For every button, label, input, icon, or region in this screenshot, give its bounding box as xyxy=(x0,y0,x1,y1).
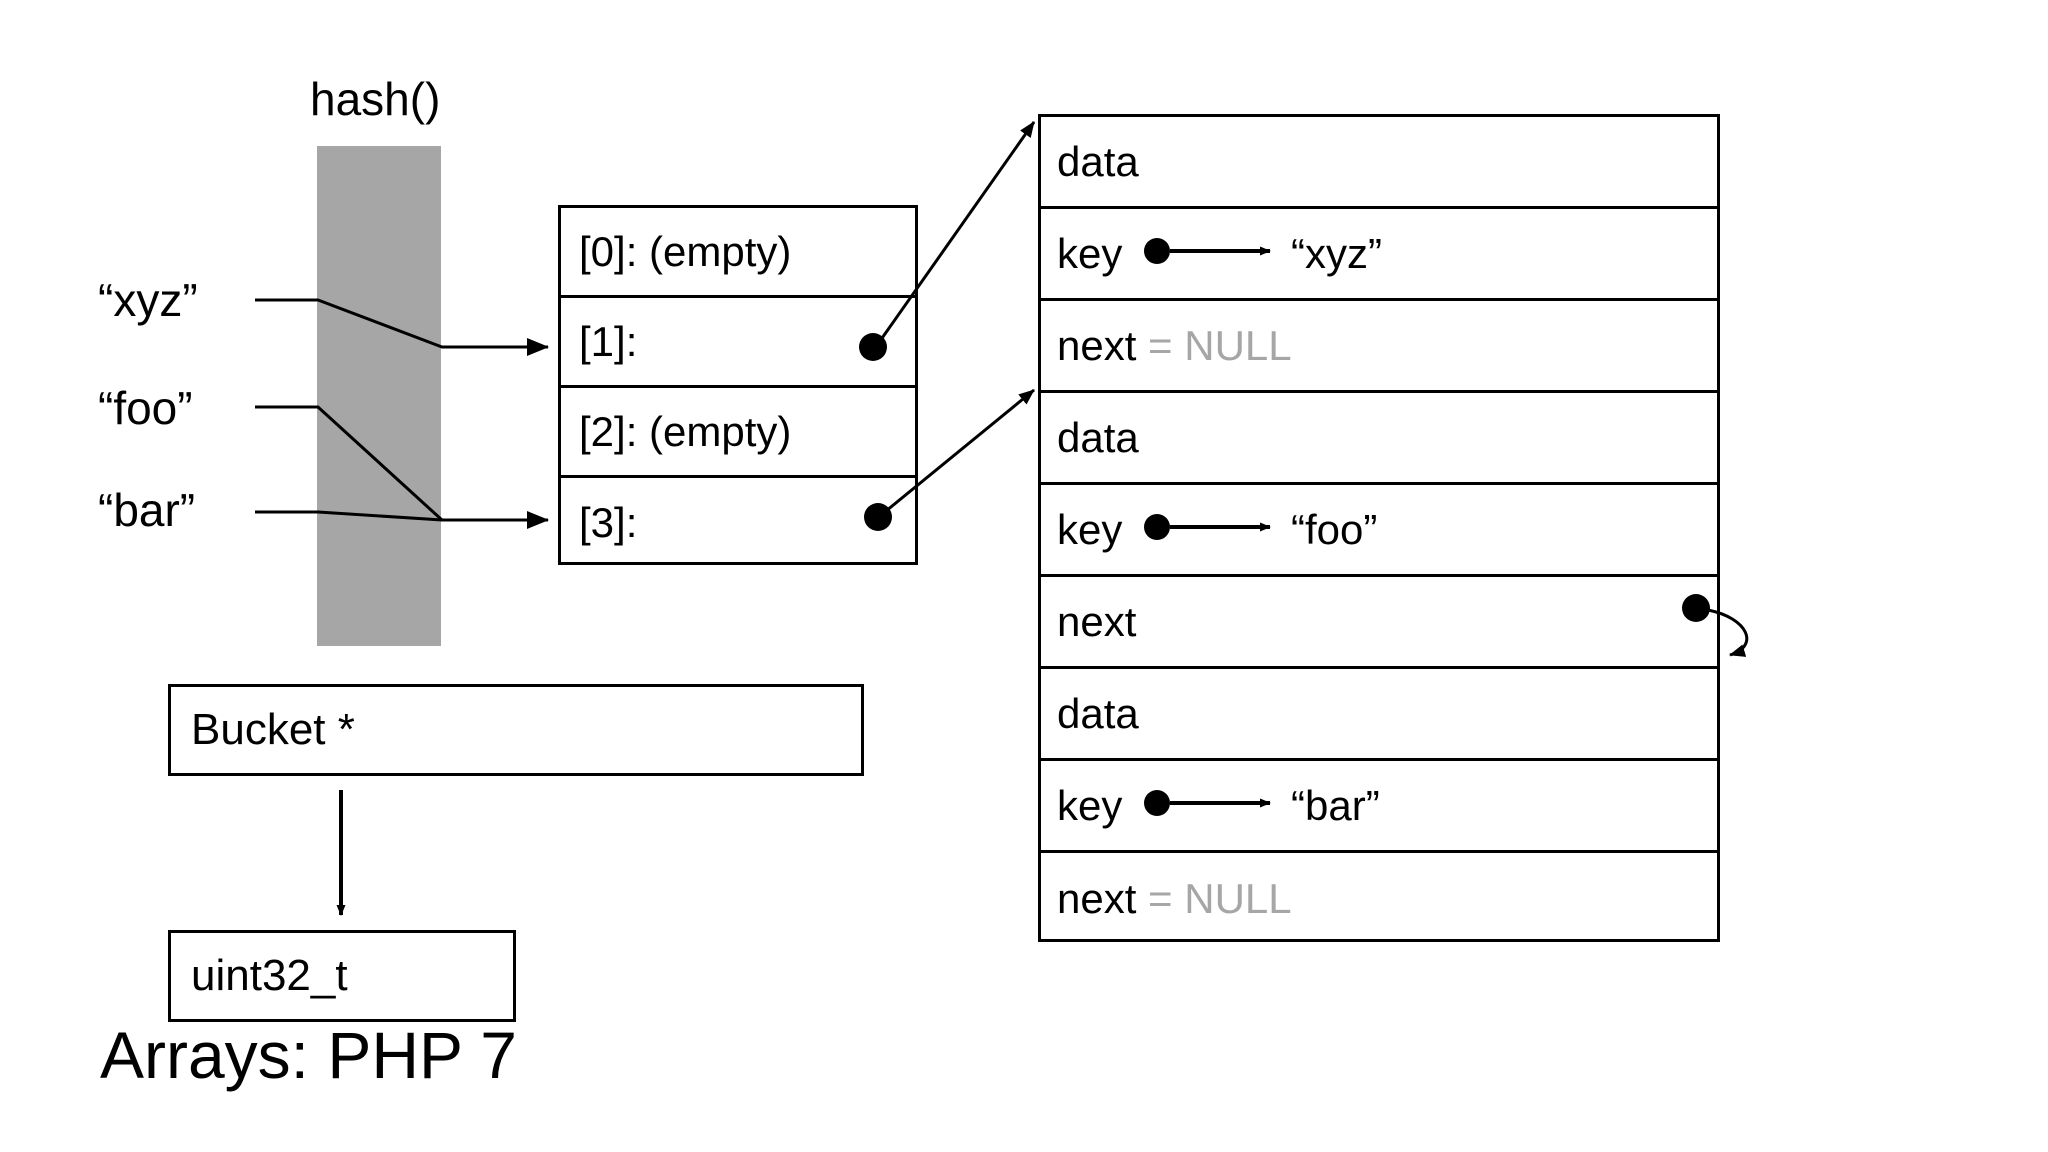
input-key-bar: “bar” xyxy=(98,484,196,536)
type-box-uint32: uint32_t xyxy=(168,930,516,1022)
struct-field-key-2: key xyxy=(1057,505,1123,553)
struct-field-data-3: data xyxy=(1057,689,1139,737)
bucket-slot-1: [1]: xyxy=(561,298,915,388)
struct-row-data-3: data xyxy=(1041,669,1717,761)
slide-title: Arrays: PHP 7 xyxy=(100,1018,517,1092)
struct-field-data-2: data xyxy=(1057,413,1139,461)
bucket-slot-3: [3]: xyxy=(561,478,915,568)
bucket-slot-2: [2]: (empty) xyxy=(561,388,915,478)
struct-row-data-2: data xyxy=(1041,393,1717,485)
struct-row-key-bar: key “bar” xyxy=(1041,761,1717,853)
bucket-slot-3-label: [3]: xyxy=(579,499,638,546)
struct-row-next-3: next = NULL xyxy=(1041,853,1717,945)
struct-key-value-xyz: “xyz” xyxy=(1291,229,1382,277)
type-box-bucket-pointer: Bucket * xyxy=(168,684,864,776)
bucket-slot-0: [0]: (empty) xyxy=(561,208,915,298)
bucket-slot-0-label: [0]: (empty) xyxy=(579,227,792,275)
struct-field-key-1: key xyxy=(1057,229,1123,277)
struct-row-key-foo: key “foo” xyxy=(1041,485,1717,577)
hash-function-label: hash() xyxy=(310,73,441,125)
bucket-struct-table: data key “xyz” next = NULL data key “foo… xyxy=(1038,114,1720,942)
hash-function-bar xyxy=(317,146,441,646)
struct-row-next-1: next = NULL xyxy=(1041,301,1717,393)
struct-field-next-2: next xyxy=(1057,597,1137,645)
struct-key-value-bar: “bar” xyxy=(1291,781,1380,829)
struct-row-next-2: next xyxy=(1041,577,1717,669)
hash-bucket-array: [0]: (empty) [1]: [2]: (empty) [3]: xyxy=(558,205,918,565)
type-box-bucket-pointer-label: Bucket * xyxy=(191,705,355,754)
bucket-slot-2-label: [2]: (empty) xyxy=(579,407,792,455)
struct-field-next-1: next = NULL xyxy=(1057,321,1292,369)
struct-key-value-foo: “foo” xyxy=(1291,505,1378,553)
null-value-3: = NULL xyxy=(1136,875,1292,922)
input-key-foo: “foo” xyxy=(98,382,193,434)
struct-field-key-3: key xyxy=(1057,781,1123,829)
null-value-1: = NULL xyxy=(1136,321,1292,369)
struct-row-data-1: data xyxy=(1041,117,1717,209)
input-key-xyz: “xyz” xyxy=(98,274,198,326)
struct-row-key-xyz: key “xyz” xyxy=(1041,209,1717,301)
struct-field-next-3: next = NULL xyxy=(1057,875,1292,922)
struct-field-data-1: data xyxy=(1057,137,1139,185)
bucket-slot-1-label: [1]: xyxy=(579,317,638,365)
type-box-uint32-label: uint32_t xyxy=(191,951,348,1000)
